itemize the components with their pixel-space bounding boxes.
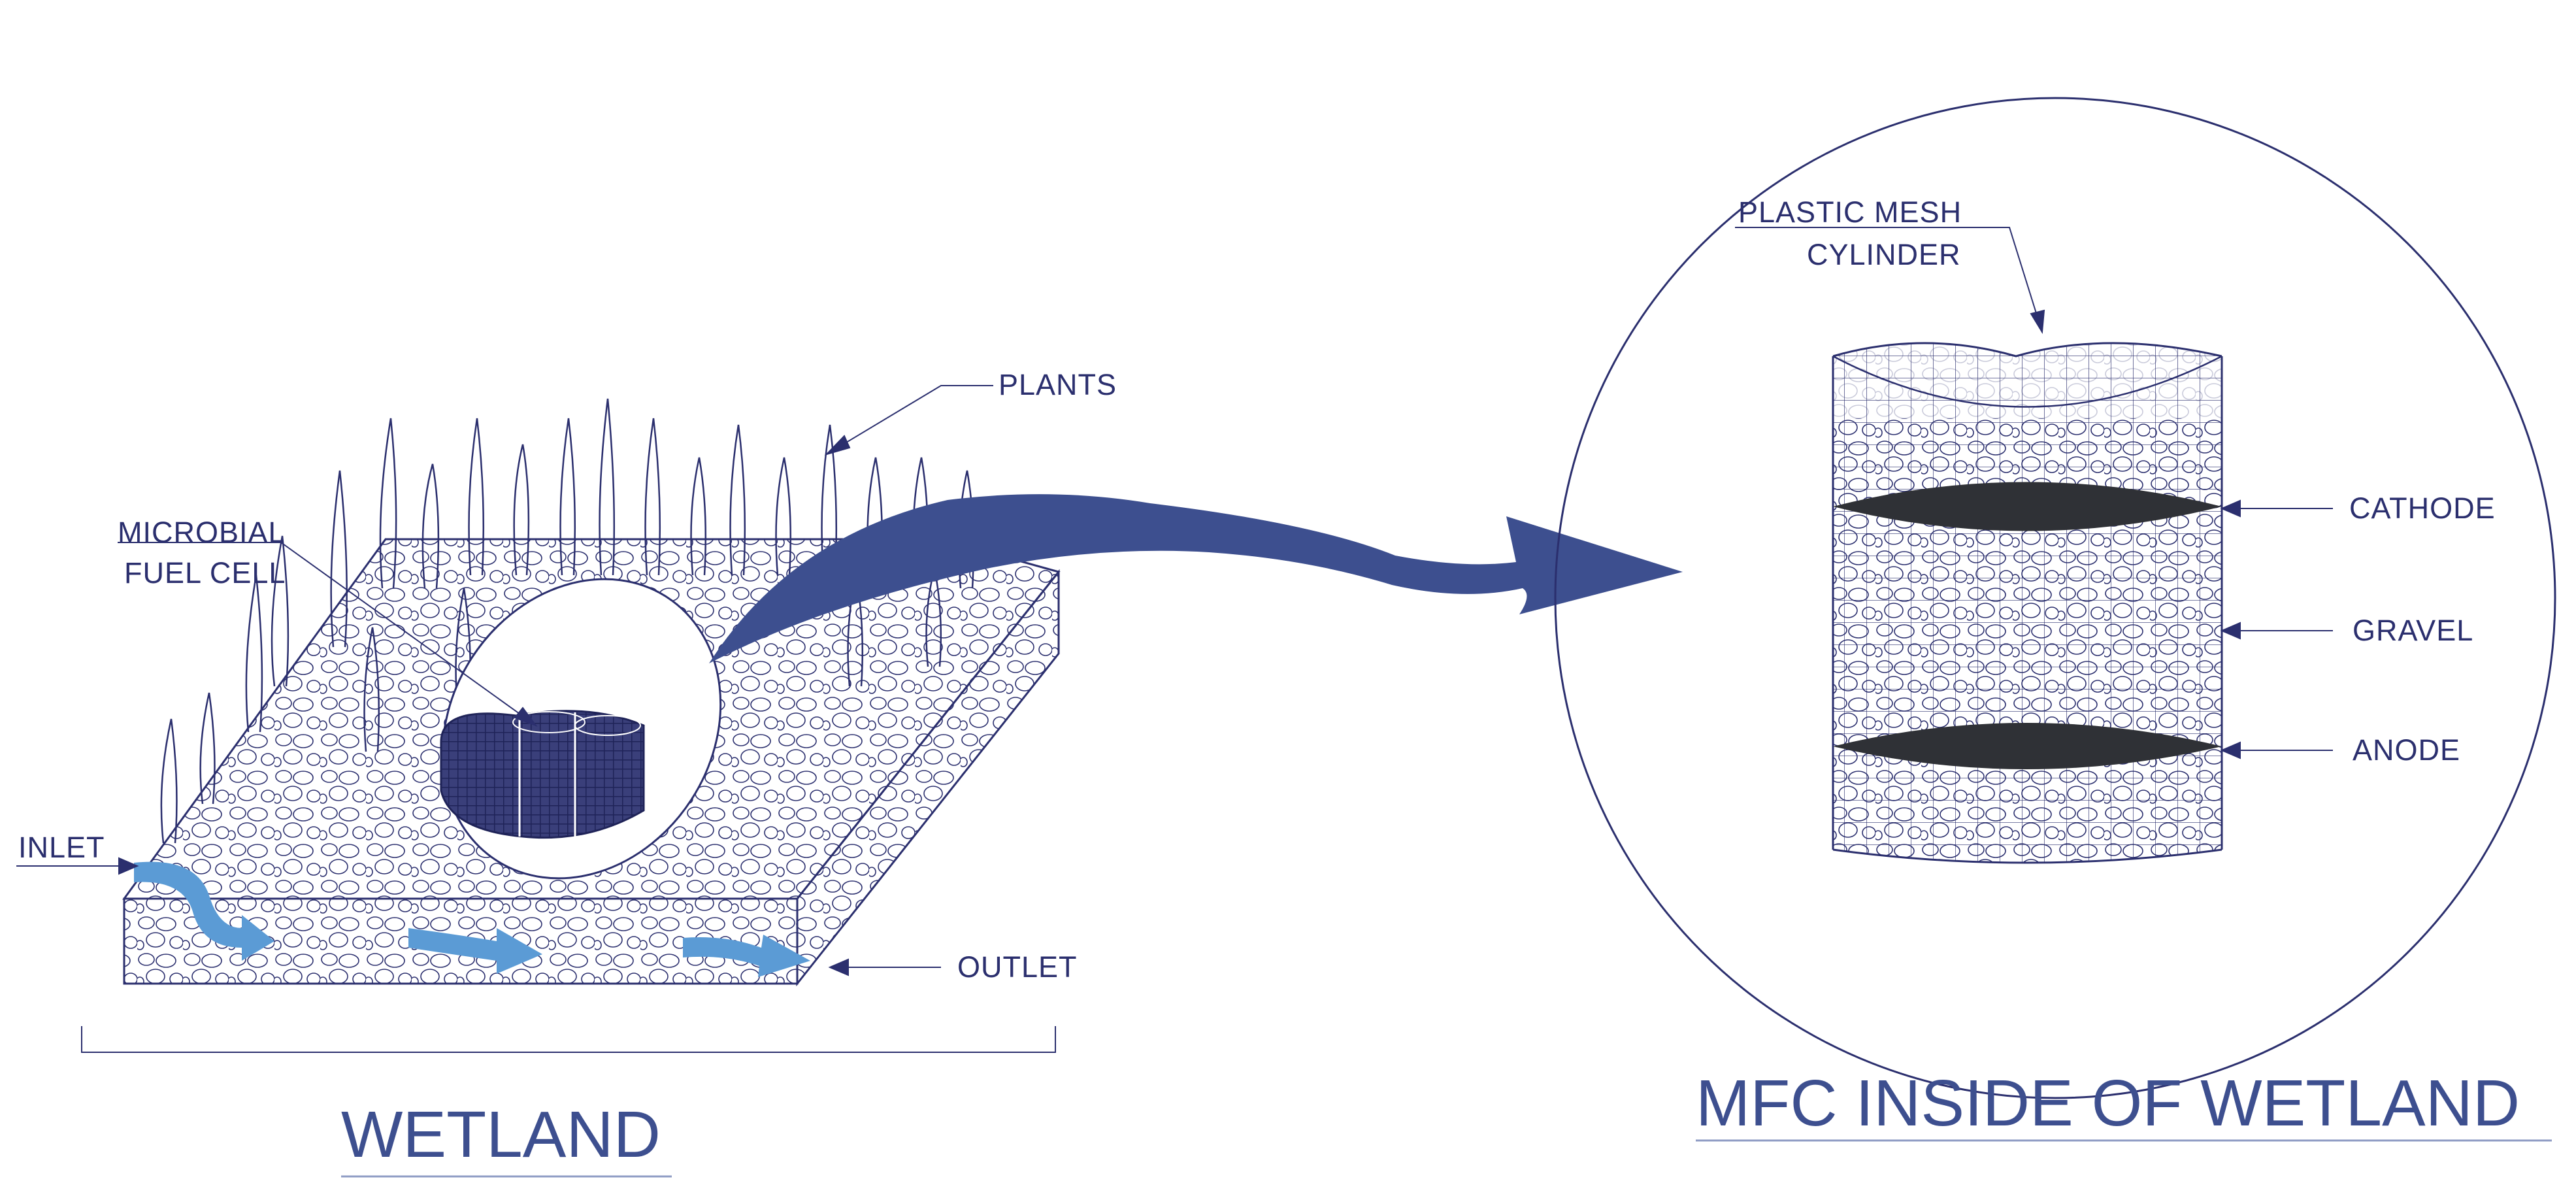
flow-arrow-1 [134, 861, 274, 961]
anode-disc [1833, 723, 2222, 769]
label-plants: PLANTS [999, 368, 1117, 401]
flow-arrow-2 [408, 928, 542, 974]
mfc-cylinders-in-wetland [440, 710, 645, 839]
plants [160, 398, 975, 844]
flow-arrow-3 [683, 935, 810, 977]
title-wetland: WETLAND [341, 1098, 661, 1171]
label-mesh-2: CYLINDER [1807, 238, 1961, 271]
label-anode: ANODE [2353, 733, 2460, 767]
label-inlet: INLET [18, 831, 105, 864]
mesh-leader [1735, 227, 2043, 333]
label-microbial-1: MICROBIAL [118, 516, 286, 549]
label-outlet: OUTLET [957, 950, 1078, 984]
water-flow-arrows [134, 861, 810, 977]
plants-leader [826, 385, 993, 455]
label-microbial-2: FUEL CELL [124, 556, 286, 590]
microbial-leader [118, 542, 537, 726]
label-gravel: GRAVEL [2353, 614, 2473, 647]
title-mfc: MFC INSIDE OF WETLAND [1696, 1067, 2520, 1140]
mesh-cylinder [1832, 342, 2223, 864]
zoom-arrow [709, 494, 1683, 663]
label-cathode: CATHODE [2349, 491, 2496, 525]
cathode-disc [1833, 482, 2222, 531]
wetland-cutaway [440, 578, 722, 880]
wetland-bracket [81, 1026, 1056, 1053]
mfc-detail-circle [1554, 97, 2556, 1099]
label-mesh-1: PLASTIC MESH [1738, 195, 1962, 229]
